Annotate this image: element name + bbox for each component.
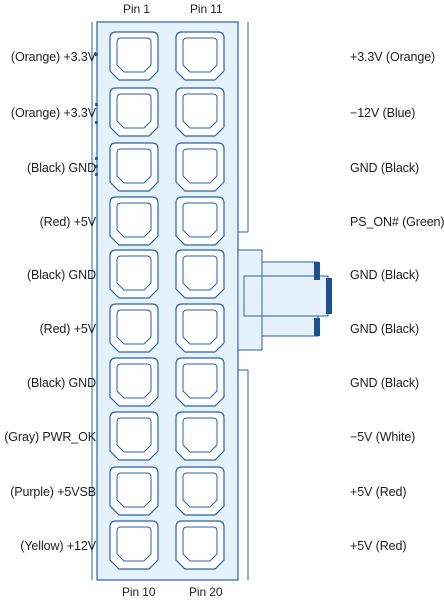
pin-grid: [109, 31, 225, 570]
pin-socket-20: [175, 520, 225, 570]
pin-socket-17: [175, 357, 225, 407]
pin-20-signal: +5V (Red): [350, 539, 407, 553]
pin-socket-1: [109, 31, 159, 81]
pin-11-label: Pin 11: [190, 2, 223, 16]
pin-socket-5: [109, 249, 159, 299]
pin-6-signal: (Red) +5V: [39, 322, 97, 336]
pin-1-label: Pin 1: [123, 2, 150, 16]
pin-2-signal: (Orange) +3.3V: [10, 106, 96, 120]
pin-socket-15: [175, 249, 225, 299]
pin-16-signal: GND (Black): [350, 322, 420, 336]
pin-socket-16: [175, 303, 225, 353]
pin-18-signal: −5V (White): [350, 430, 416, 444]
pin-socket-14: [175, 196, 225, 246]
pin-socket-3: [109, 142, 159, 192]
pin-socket-2: [109, 87, 159, 137]
pin-socket-6: [109, 303, 159, 353]
pin-socket-13: [175, 142, 225, 192]
pin-20-label: Pin 20: [189, 585, 223, 599]
pin-15-signal: GND (Black): [350, 268, 420, 282]
pin-12-signal: −12V (Blue): [350, 106, 416, 120]
pin-8-signal: (Gray) PWR_OK: [4, 430, 96, 444]
pin-socket-7: [109, 357, 159, 407]
atx-connector-diagram: Pin 1 Pin 11 Pin 10 Pin 20 (Orange) +3.3…: [4, 2, 444, 599]
pin-10-signal: (Yellow) +12V: [20, 539, 96, 553]
pin-socket-9: [109, 466, 159, 516]
pin-socket-11: [175, 31, 225, 81]
pin-17-signal: GND (Black): [350, 376, 420, 390]
pin-19-signal: +5V (Red): [350, 485, 407, 499]
pin-socket-19: [175, 466, 225, 516]
pin-3-signal: (Black) GND: [26, 161, 96, 175]
pin-socket-10: [109, 520, 159, 570]
latch: [237, 249, 332, 351]
pin-1-signal: (Orange) +3.3V: [10, 50, 96, 64]
pin-4-signal: (Red) +5V: [39, 215, 97, 229]
pin-11-signal: +3.3V (Orange): [350, 50, 436, 64]
edge-marks: [95, 53, 98, 176]
pin-5-signal: (Black) GND: [26, 268, 96, 282]
pin-13-signal: GND (Black): [350, 161, 420, 175]
pin-socket-4: [109, 196, 159, 246]
pin-7-signal: (Black) GND: [26, 376, 96, 390]
pin-socket-12: [175, 87, 225, 137]
pin-socket-8: [109, 411, 159, 461]
pin-socket-18: [175, 411, 225, 461]
pin-10-label: Pin 10: [122, 585, 156, 599]
pin-14-signal: PS_ON# (Green): [350, 215, 444, 229]
pin-9-signal: (Purple) +5VSB: [10, 485, 96, 499]
connector-drawing: [91, 21, 332, 581]
